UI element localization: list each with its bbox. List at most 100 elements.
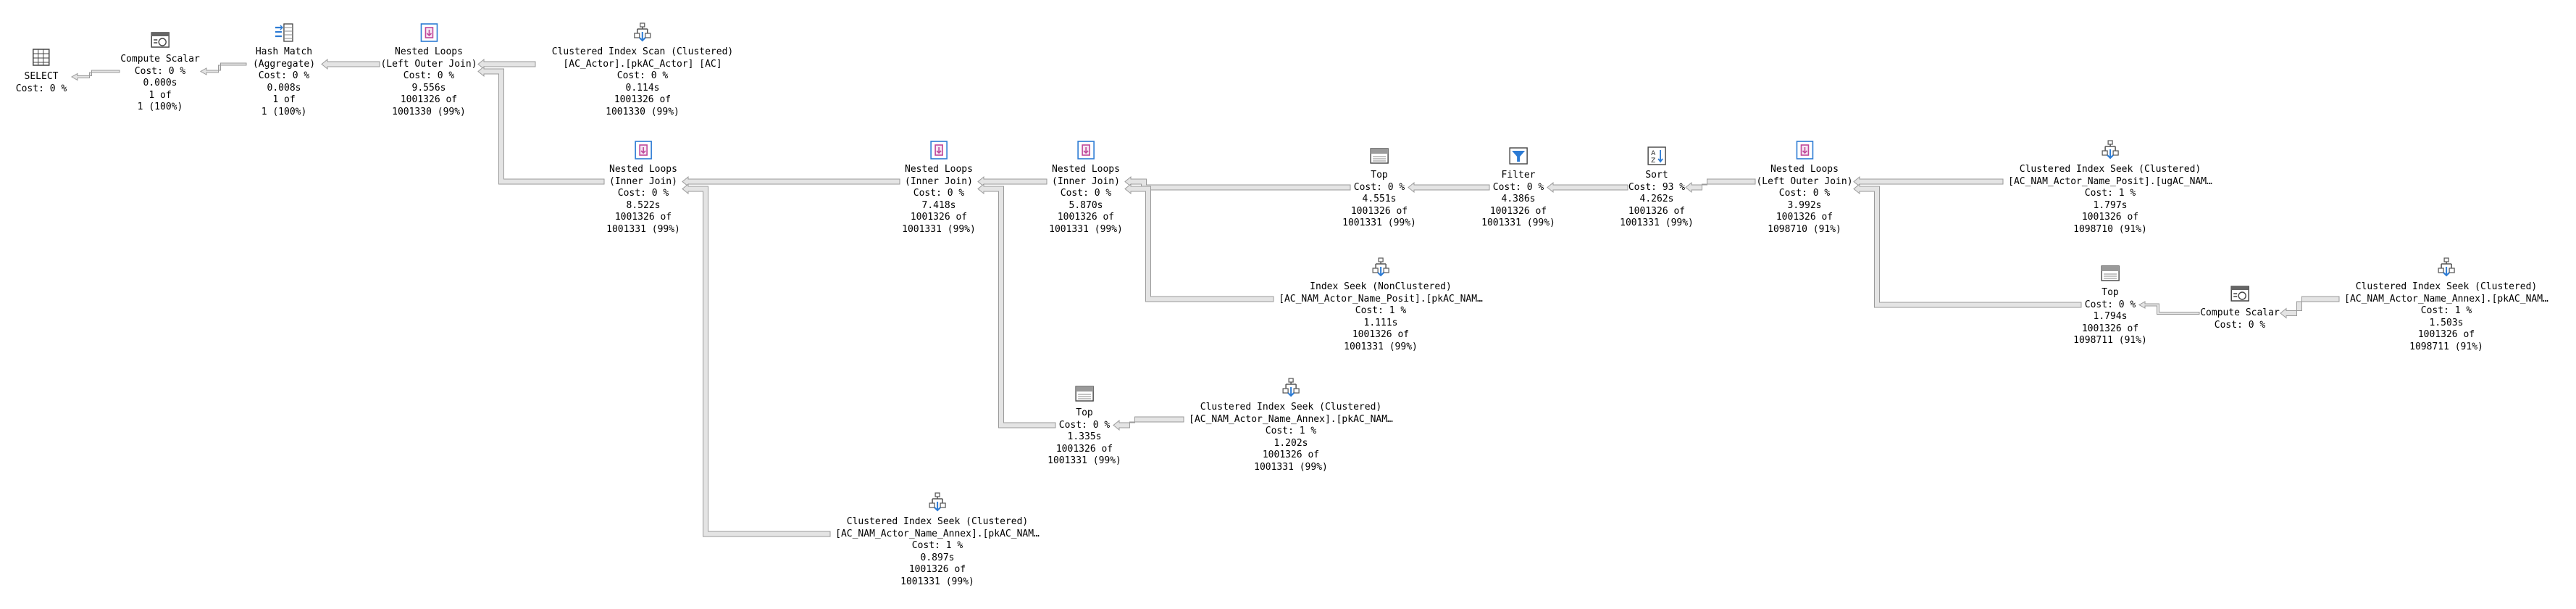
operator-name: Filter — [1501, 170, 1536, 181]
filter-icon — [1509, 147, 1528, 165]
operator-detail: 5.870s — [1069, 199, 1103, 211]
operator-detail: 0.897s — [920, 552, 955, 563]
operator-detail: Cost: 0 % — [616, 70, 669, 81]
nested-loops-icon — [1796, 141, 1813, 160]
clustered-index-icon — [634, 22, 651, 42]
operator-name: Clustered Index Seek (Clustered) — [846, 516, 1029, 527]
operator-detail: Cost: 0 % — [2214, 319, 2266, 331]
operator-name: Clustered Index Scan (Clustered) — [551, 46, 734, 57]
operator-name: Nested Loops — [609, 164, 677, 175]
operator-detail: Cost: 93 % — [1628, 181, 1686, 193]
plan-node-cis-annex1[interactable]: Clustered Index Seek (Clustered)[AC_NAM_… — [2344, 257, 2548, 353]
operator-detail: 1001331 (99%) — [606, 223, 680, 235]
operator-detail: 1001326 of — [910, 212, 968, 223]
edge-nl2-to-nl1 — [477, 65, 605, 185]
edge-is-posit-to-nl4 — [1124, 183, 1274, 302]
operator-detail: 1098710 (91%) — [1768, 223, 1841, 235]
operator-detail: 1001326 of — [1352, 329, 1410, 340]
sort-icon: AZ — [1647, 146, 1666, 165]
edge-hash-to-compute1 — [199, 62, 247, 75]
top-icon — [2101, 265, 2120, 281]
operator-detail: 1001331 (99%) — [900, 576, 974, 587]
plan-node-cis-annex3[interactable]: Clustered Index Seek (Clustered)[AC_NAM_… — [835, 492, 1040, 588]
operator-detail: 7.418s — [921, 199, 956, 211]
operator-detail: 1 (100%) — [137, 102, 183, 112]
operator-detail: 1.797s — [2093, 199, 2128, 211]
svg-text:A: A — [1651, 150, 1656, 157]
edge-cis-annex1-to-compute2 — [2280, 296, 2340, 319]
operator-detail: 1001326 of — [2417, 329, 2475, 340]
operator-detail: 1001326 of — [1489, 205, 1547, 217]
operator-detail: [AC_NAM_Actor_Name_Annex].[pkAC_NAM… — [1189, 413, 1393, 425]
edge-top3-to-nl3 — [977, 183, 1056, 428]
operator-detail: 1001331 (99%) — [1049, 223, 1123, 235]
operator-detail: Cost: 1 % — [2420, 305, 2472, 316]
edge-cis-annex3-to-nl2 — [682, 183, 831, 537]
operator-name: Clustered Index Seek (Clustered) — [2355, 281, 2538, 292]
plan-node-is-posit[interactable]: Index Seek (NonClustered)[AC_NAM_Actor_N… — [1279, 257, 1483, 353]
operator-detail: [AC_NAM_Actor_Name_Posit].[ugAC_NAM… — [2008, 175, 2212, 187]
operator-detail: 1.202s — [1274, 437, 1308, 449]
edge-nl3-to-nl2 — [682, 175, 900, 188]
operator-name: Clustered Index Seek (Clustered) — [2019, 164, 2201, 175]
plan-node-nl1[interactable]: Nested Loops(Left Outer Join)Cost: 0 %9.… — [380, 22, 477, 118]
edge-compute1-to-select — [70, 70, 120, 81]
operator-detail: 0.008s — [267, 82, 301, 94]
plan-node-nl5[interactable]: Nested Loops(Left Outer Join)Cost: 0 %3.… — [1756, 139, 1853, 236]
operator-detail: 1001331 (99%) — [1254, 461, 1328, 473]
operator-detail: (Inner Join) — [905, 175, 973, 187]
operator-detail: 4.551s — [1362, 194, 1397, 204]
operator-name: Top — [1371, 170, 1388, 181]
edge-cis-actor-to-nl1 — [477, 58, 536, 70]
operator-detail: Cost: 0 % — [403, 70, 455, 81]
operator-detail: 4.262s — [1639, 194, 1674, 204]
operator-detail: 1 of — [149, 89, 172, 101]
edge-top1-to-nl4 — [1124, 175, 1351, 191]
index-seek-icon — [1372, 257, 1389, 277]
operator-detail: 1001331 (99%) — [1481, 218, 1555, 228]
operator-detail: Cost: 0 % — [258, 70, 310, 81]
operator-detail: 1001326 of — [1262, 450, 1320, 460]
operator-detail: 8.522s — [626, 199, 661, 211]
operator-detail: Cost: 1 % — [1355, 305, 1407, 316]
operator-name: Compute Scalar — [120, 54, 200, 65]
plan-node-cis-posit[interactable]: Clustered Index Seek (Clustered)[AC_NAM_… — [2008, 139, 2212, 236]
operator-detail: 1 (100%) — [261, 106, 307, 117]
operator-detail: (Aggregate) — [252, 58, 316, 70]
operator-name: Sort — [1645, 170, 1668, 181]
operator-detail: 1.111s — [1363, 317, 1398, 328]
operator-detail: Cost: 0 % — [1778, 188, 1831, 199]
edge-top2-to-nl5 — [1853, 183, 2082, 308]
operator-detail: Cost: 0 % — [1058, 419, 1111, 431]
plan-node-cis-annex2[interactable]: Clustered Index Seek (Clustered)[AC_NAM_… — [1189, 377, 1393, 473]
operator-detail: 1001326 of — [1776, 212, 1833, 223]
operator-name: Compute Scalar — [2200, 307, 2280, 318]
operator-detail: 1001326 of — [1055, 443, 1113, 455]
operator-detail: 1098710 (91%) — [2073, 223, 2147, 235]
operator-detail: 1001331 (99%) — [902, 223, 976, 235]
operator-detail: 0.114s — [625, 82, 660, 94]
operator-detail: Cost: 0 % — [1060, 188, 1112, 199]
operator-detail: 1001331 (99%) — [1342, 218, 1416, 228]
plan-node-cis-actor[interactable]: Clustered Index Scan (Clustered)[AC_Acto… — [552, 22, 733, 118]
operator-detail: 3.992s — [1787, 199, 1822, 211]
select-icon — [33, 49, 50, 66]
operator-name: Clustered Index Seek (Clustered) — [1200, 402, 1382, 413]
operator-detail: [AC_Actor].[pkAC_Actor] [AC] — [563, 58, 722, 70]
edge-nl1-to-hash — [321, 58, 380, 70]
operator-detail: 1001326 of — [614, 212, 672, 223]
